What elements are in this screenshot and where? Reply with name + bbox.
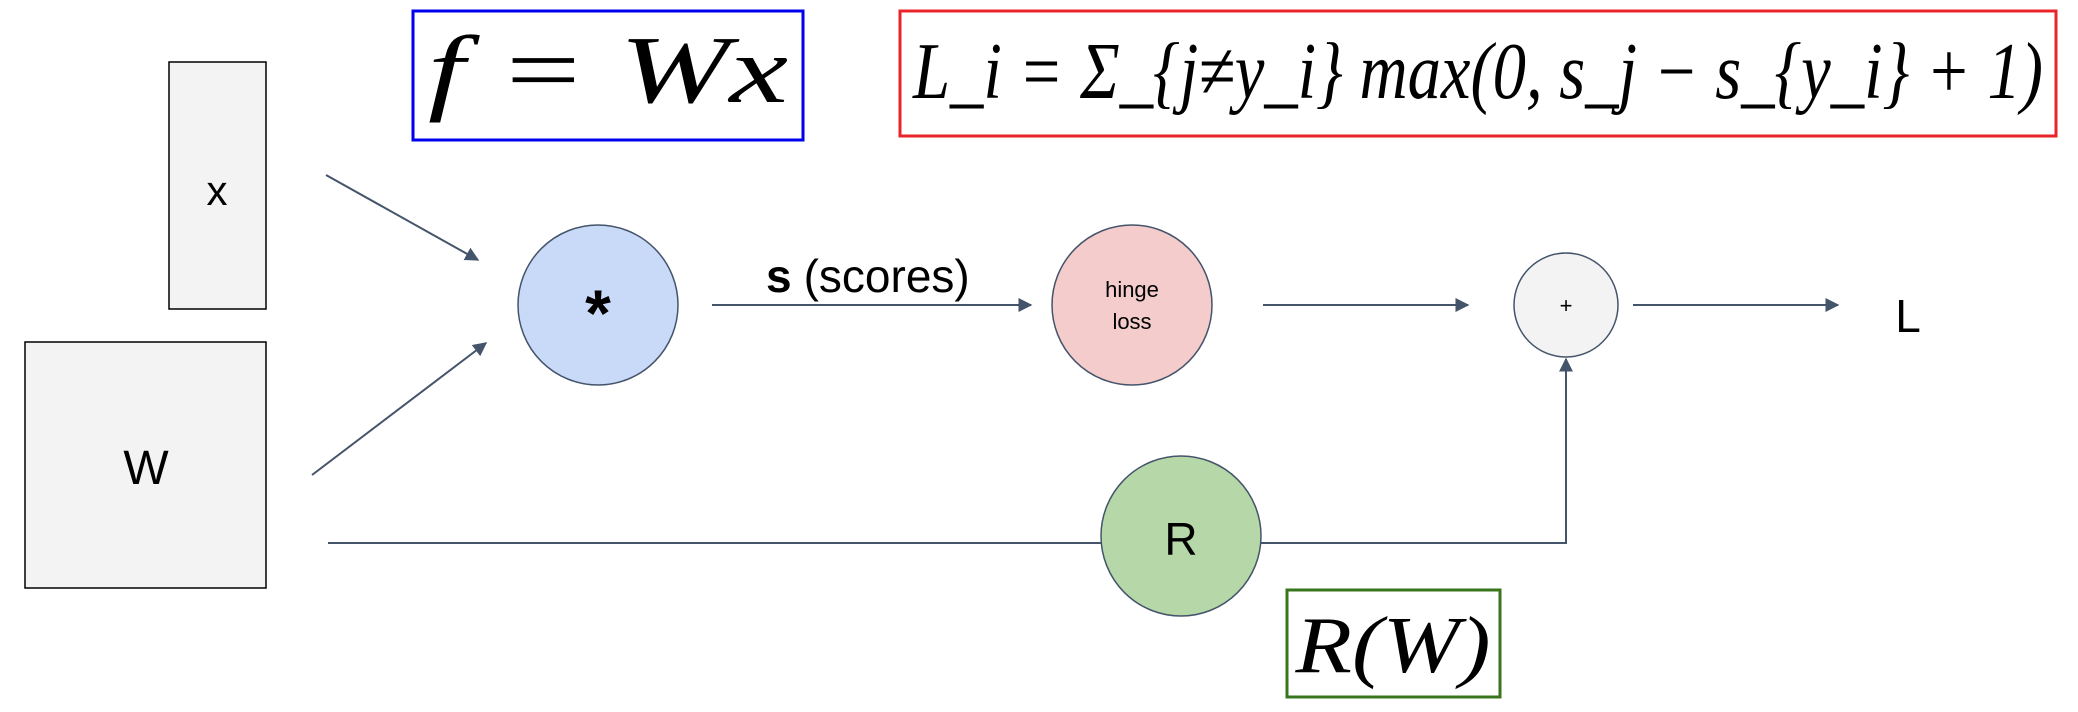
hinge-loss-formula: L_i = Σ_{j≠y_i} max(0, s_j − s_{y_i} + 1… [912, 28, 2043, 116]
hinge-loss-formula-box: L_i = Σ_{j≠y_i} max(0, s_j − s_{y_i} + 1… [898, 9, 2058, 138]
output-label: L [1895, 290, 1921, 342]
regularization-formula-box: R(W) [1285, 588, 1502, 699]
score-function-formula-box: f = Wx [411, 9, 805, 142]
multiply-label: * [585, 276, 611, 350]
input-x-node: x [168, 61, 267, 310]
plus-label: + [1560, 293, 1573, 318]
edge-x-to-multiply [325, 174, 480, 261]
edge-w-to-multiply [311, 342, 488, 476]
scores-rest-label: (scores) [804, 250, 970, 302]
hinge-label-line1: hinge [1105, 277, 1159, 302]
regularization-formula: R(W) [1294, 602, 1490, 690]
scores-bold-label: s [766, 250, 792, 302]
scores-label: s(scores) [766, 250, 970, 302]
input-w-label: W [123, 442, 169, 495]
multiply-node: * [517, 224, 679, 386]
plus-node: + [1513, 252, 1619, 358]
score-function-formula: f = Wx [428, 16, 788, 123]
hinge-label-line2: loss [1112, 309, 1151, 334]
hinge-loss-node: hinge loss [1051, 224, 1213, 386]
input-w-node: W [24, 341, 267, 589]
regularization-node: R [1100, 455, 1262, 617]
edge-reg-to-plus [1259, 357, 1573, 544]
regularization-label: R [1164, 513, 1197, 565]
input-x-label: x [207, 167, 228, 214]
